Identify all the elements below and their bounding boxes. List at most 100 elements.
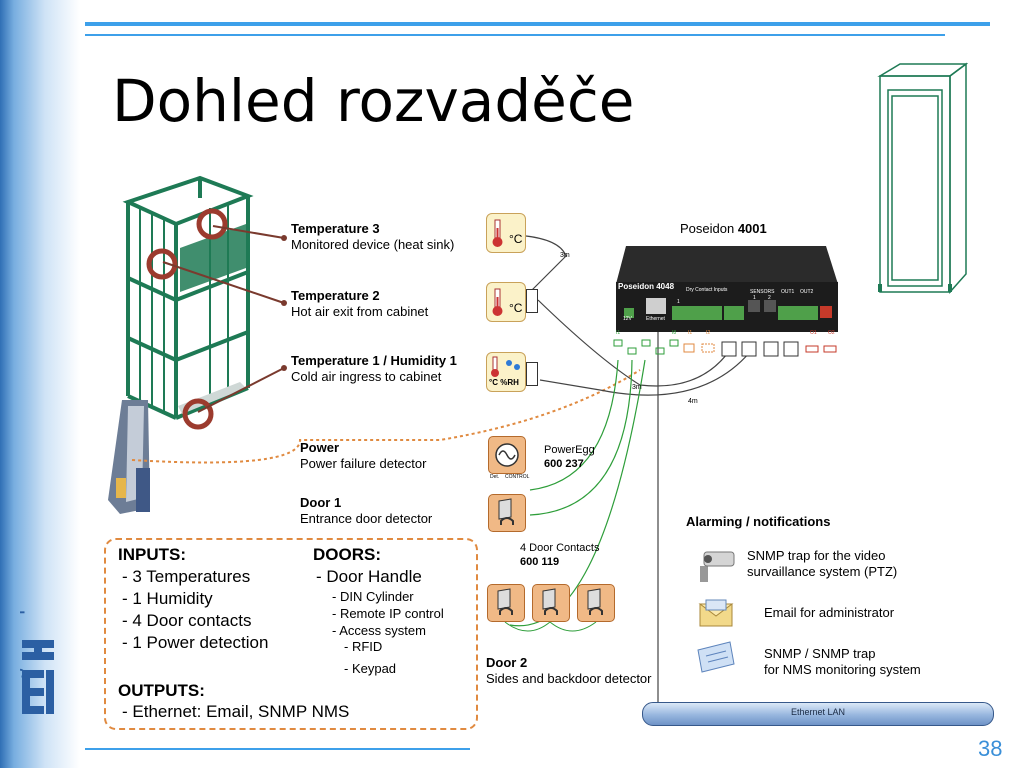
power-egg-label: PowerEgg 600 237 — [544, 443, 595, 471]
alarm-email: Email for administrator — [764, 605, 895, 620]
power-egg-code: 600 237 — [544, 458, 584, 470]
poseidon-device — [616, 246, 838, 332]
ethernet-lan-bar: Ethernet LAN — [642, 702, 994, 726]
door-contacts-label: 4 Door Contacts 600 119 — [520, 541, 599, 569]
door-contact-icon — [488, 494, 526, 532]
io-label-i1: I1 — [616, 330, 621, 336]
label-temperature-humidity-1: Temperature 1 / Humidity 1 Cold air ingr… — [291, 353, 457, 385]
inputs-heading: INPUTS: — [118, 545, 186, 564]
label-temperature-3: Temperature 3 Monitored device (heat sin… — [291, 221, 454, 253]
device-label-sensor-2: 2 — [768, 295, 771, 301]
celsius-label: °C — [509, 232, 523, 246]
doors-main: - Door Handle — [316, 567, 422, 586]
io-label-o1: O1 — [810, 330, 817, 336]
door-sub-item: - Remote IP control — [332, 606, 444, 621]
device-label-ethernet: Ethernet — [646, 316, 665, 322]
alarm-line: SNMP trap for the video — [747, 548, 886, 563]
temperature-sensor-icon: °C — [486, 282, 526, 322]
input-item: - 4 Door contacts — [122, 611, 252, 630]
email-icon — [698, 599, 734, 627]
power-egg-det-label: Det. — [490, 474, 500, 480]
io-connectors — [613, 339, 837, 357]
device-label-12v: 12V — [623, 316, 632, 322]
features-box — [104, 538, 478, 730]
doors-heading: DOORS: — [313, 545, 381, 564]
door1-desc: Entrance door detector — [300, 511, 433, 526]
label-temperature-2: Temperature 2 Hot air exit from cabinet — [291, 288, 428, 320]
device-title-number: 4001 — [737, 221, 767, 236]
power-desc: Power failure detector — [300, 456, 427, 471]
slide-title: Dohled rozvaděče — [112, 67, 635, 135]
device-title: Poseidon 4001 — [680, 221, 767, 237]
door-contacts-name: 4 Door Contacts — [520, 542, 600, 554]
io-label-i2: I2 — [706, 330, 711, 336]
io-label-i8: I8 — [672, 330, 677, 336]
label-power: Power Power failure detector — [300, 440, 426, 472]
door-contact-icon — [532, 584, 570, 622]
bottom-rule — [85, 748, 470, 750]
alarm-line: for NMS monitoring system — [764, 662, 921, 677]
temp3-title: Temperature 3 — [291, 221, 380, 236]
door-contacts-code: 600 119 — [520, 556, 560, 568]
door2-title: Door 2 — [486, 655, 528, 670]
ethernet-lan-label: Ethernet LAN — [790, 707, 846, 717]
hw-group-logo: group — [20, 599, 54, 714]
humidity-sensor-icon: °C %RH — [486, 352, 526, 392]
nms-icon — [697, 641, 735, 673]
top-rule — [85, 22, 990, 26]
rj-connector-icon — [526, 362, 538, 386]
door-contact-icon — [487, 584, 525, 622]
alarming-heading: Alarming / notifications — [686, 514, 831, 529]
rj-connector-icon — [526, 289, 538, 313]
temp1-title: Temperature 1 / Humidity 1 — [291, 353, 457, 368]
device-label-dry-contact: Dry Contact Inputs — [686, 287, 728, 293]
door-subsub-rfid: - RFID — [344, 639, 383, 654]
device-label-sensor-1: 1 — [753, 295, 756, 301]
door-subsub-keypad: - Keypad — [344, 661, 397, 676]
input-item: - 1 Humidity — [122, 589, 213, 608]
temp3-desc: Monitored device (heat sink) — [291, 237, 455, 252]
io-label-i1-b: I1 — [688, 330, 693, 336]
humidity-label: °C %RH — [489, 378, 519, 387]
temp2-desc: Hot air exit from cabinet — [291, 304, 429, 319]
doors-sub-list: - DIN Cylinder - Remote IP control - Acc… — [332, 588, 444, 639]
door-contact-icon — [577, 584, 615, 622]
door1-title: Door 1 — [300, 495, 342, 510]
inputs-list: - 3 Temperatures - 1 Humidity - 4 Door c… — [122, 566, 268, 654]
input-item: - 1 Power detection — [122, 633, 269, 652]
door-sub-item: - DIN Cylinder — [332, 589, 414, 604]
power-egg-name: PowerEgg — [544, 444, 595, 456]
celsius-label: °C — [509, 301, 523, 315]
temperature-sensor-icon: °C — [486, 213, 526, 253]
alarm-snmp-video: SNMP trap for the video survaillance sys… — [747, 548, 897, 580]
alarm-line: survaillance system (PTZ) — [747, 564, 898, 579]
alarm-line: SNMP / SNMP trap — [764, 646, 876, 661]
input-item: - 3 Temperatures — [122, 567, 251, 586]
device-label-out1: OUT1 — [781, 289, 795, 295]
power-egg-icon — [488, 436, 526, 474]
alarm-snmp-nms: SNMP / SNMP trap for NMS monitoring syst… — [764, 646, 921, 678]
power-egg-control-label: CONTROL — [505, 474, 530, 480]
device-label-sensors: SENSORS — [750, 289, 775, 295]
logo-text: group — [20, 599, 27, 680]
label-door-1: Door 1 Entrance door detector — [300, 495, 432, 527]
page-number: 38 — [978, 736, 1003, 761]
temp2-title: Temperature 2 — [291, 288, 380, 303]
temp1-desc: Cold air ingress to cabinet — [291, 369, 442, 384]
outputs-heading: OUTPUTS: — [118, 681, 205, 700]
io-label-o2: O2 — [828, 330, 835, 336]
rack-cabinet-illustration — [108, 175, 254, 514]
camera-icon — [700, 551, 735, 582]
power-title: Power — [300, 440, 340, 455]
cable-length-4m: 4m — [688, 398, 698, 405]
cable-length-3m-b: 3m — [632, 384, 642, 391]
device-label-out2: OUT2 — [800, 289, 814, 295]
label-door-2: Door 2 Sides and backdoor detector — [486, 655, 652, 687]
cable-length-3m: 3m — [560, 252, 570, 259]
cabinet-outline-icon — [877, 62, 968, 294]
door2-desc: Sides and backdoor detector — [486, 671, 652, 686]
top-rule-thin — [85, 34, 945, 36]
device-front-name: Poseidon 4048 — [618, 282, 675, 291]
device-title-prefix: Poseidon — [680, 221, 738, 236]
device-label-input-1: 1 — [677, 299, 680, 305]
